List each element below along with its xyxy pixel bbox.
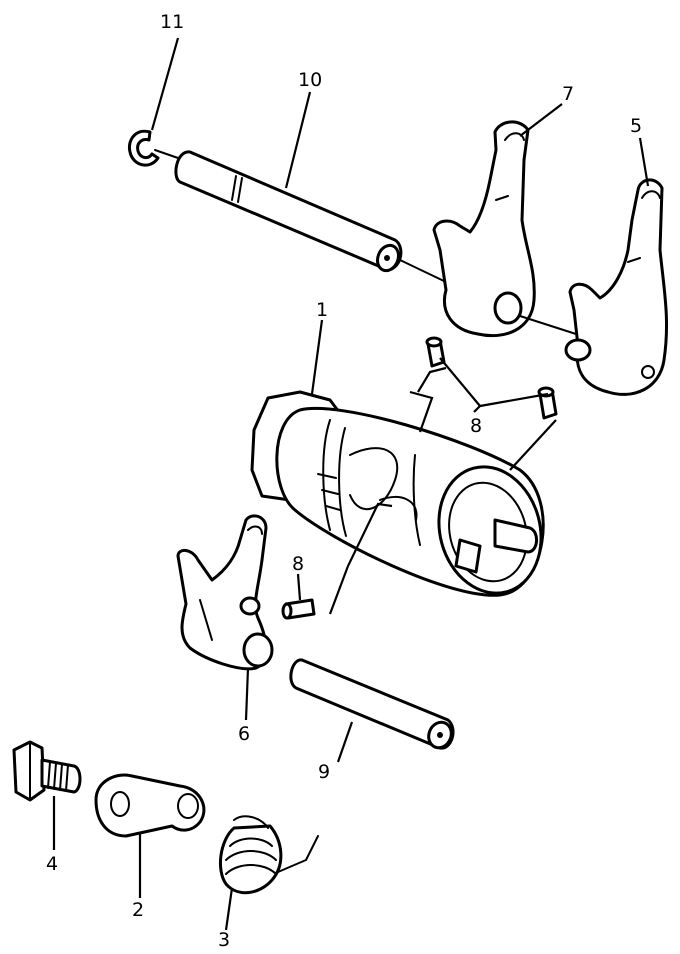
leader-9	[336, 721, 354, 763]
part-5-shift-fork	[564, 178, 669, 396]
part-6-shift-fork	[176, 514, 274, 671]
leader-8-upper	[439, 357, 549, 413]
callout-2: 2	[132, 899, 144, 921]
leader-10	[284, 91, 312, 189]
callout-1: 1	[316, 299, 328, 321]
callout-11: 11	[160, 11, 184, 33]
part-4-bolt	[12, 740, 82, 802]
callout-8-upper: 8	[470, 415, 482, 437]
leader-5	[638, 137, 650, 187]
part-1-shift-drum	[250, 390, 545, 597]
part-2-stopper-lever	[94, 773, 206, 838]
leader-3	[224, 887, 234, 931]
part-10-shaft	[174, 150, 447, 283]
callout-9: 9	[318, 761, 330, 783]
leader-11	[150, 37, 180, 131]
callout-8-lower: 8	[292, 553, 304, 575]
callout-6: 6	[238, 723, 250, 745]
leader-8-lower	[296, 573, 302, 601]
leader-7	[519, 103, 563, 137]
callout-7: 7	[562, 83, 574, 105]
part-7-shift-fork	[432, 120, 577, 338]
callout-labels: 11 10 7 5 1 8 8 6 9 4 2 3	[46, 11, 642, 951]
part-8-pins-upper	[425, 336, 558, 420]
callout-4: 4	[46, 853, 58, 875]
leader-lines	[52, 37, 650, 931]
leader-6	[244, 667, 250, 721]
part-3-spring	[219, 815, 319, 895]
part-8-pin-lower	[281, 598, 316, 620]
leader-1	[310, 319, 324, 395]
callout-10: 10	[298, 69, 322, 91]
callout-5: 5	[630, 115, 642, 137]
part-9-shaft	[289, 658, 455, 750]
callout-3: 3	[218, 929, 230, 951]
part-11-circlip	[127, 129, 179, 167]
